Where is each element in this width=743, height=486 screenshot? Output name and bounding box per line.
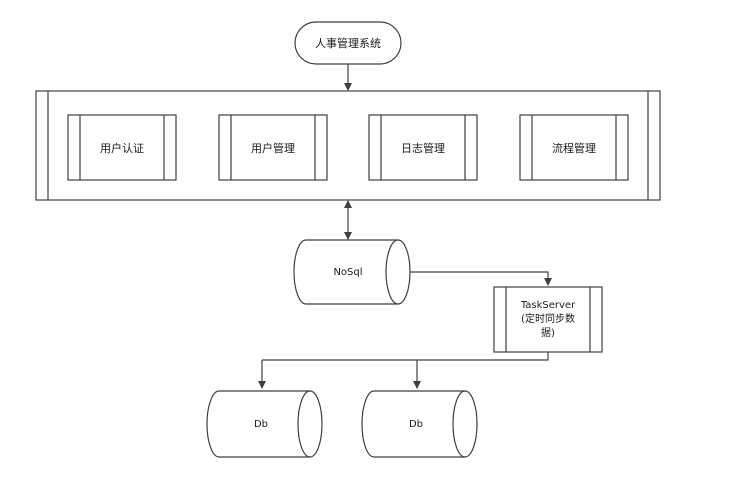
task-to-db-connector: [262, 352, 549, 361]
root-node: [294, 21, 402, 65]
module-box-auth: [67, 114, 177, 181]
nosql-to-task-arrow: [410, 271, 552, 286]
db-storage-1: [206, 390, 323, 458]
task-server-box: [493, 286, 603, 353]
module-box-flow: [519, 114, 629, 181]
module-box-users: [218, 114, 328, 181]
db-storage-2: [361, 390, 478, 458]
module-box-logs: [368, 114, 478, 181]
nosql-storage: [293, 239, 411, 305]
